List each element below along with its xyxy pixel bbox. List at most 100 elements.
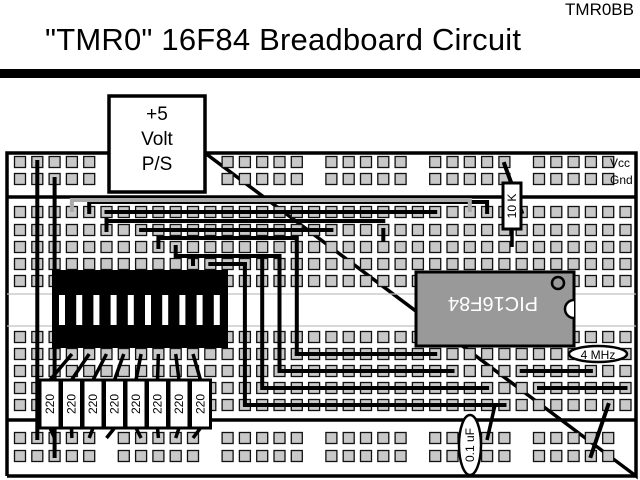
resistor-lead <box>112 353 126 381</box>
rail-hole <box>602 172 615 186</box>
rail-hole <box>238 431 252 445</box>
resistor-lead <box>191 353 203 381</box>
resistor-label: 220 <box>194 394 208 414</box>
breadboard-hole <box>13 257 27 271</box>
resistor-lead <box>191 426 202 440</box>
breadboard-hole <box>584 330 598 344</box>
breadboard-hole <box>13 347 27 361</box>
breadboard-hole <box>602 330 615 344</box>
breadboard-hole <box>325 274 338 288</box>
breadboard-hole <box>584 274 598 288</box>
breadboard-hole <box>221 240 234 254</box>
breadboard-hole <box>584 223 598 237</box>
breadboard-hole <box>394 240 407 254</box>
breadboard-hole <box>446 347 459 361</box>
resistor-body <box>501 181 523 231</box>
rail-hole <box>480 449 494 463</box>
rail-hole <box>48 155 61 169</box>
rail-hole <box>429 431 442 445</box>
rail-hole <box>186 449 200 463</box>
led-segment <box>196 295 203 325</box>
rail-hole <box>377 155 390 169</box>
breadboard-hole <box>515 347 528 361</box>
rail-hole <box>394 449 407 463</box>
breadboard-hole <box>567 223 580 237</box>
breadboard-hole <box>342 274 355 288</box>
breadboard-hole <box>134 257 148 271</box>
breadboard-hole <box>377 240 390 254</box>
breadboard-hole <box>619 257 632 271</box>
breadboard-hole <box>498 257 511 271</box>
rail-hole <box>221 172 234 186</box>
rail-hole <box>394 172 407 186</box>
resistor-label: 220 <box>43 394 57 414</box>
breadboard-hole <box>463 364 476 378</box>
rail-hole <box>325 449 338 463</box>
title-divider <box>0 69 640 78</box>
jumper-wire <box>277 254 455 373</box>
rail-hole <box>377 172 390 186</box>
breadboard-hole <box>446 223 459 237</box>
rail-hole <box>446 172 459 186</box>
breadboard-hole <box>359 223 373 237</box>
breadboard-hole <box>480 223 494 237</box>
crystal-label: 4 MHz <box>581 348 616 362</box>
rail-hole <box>290 449 303 463</box>
led-segment <box>179 295 186 325</box>
gnd-rail-label: Gnd <box>610 173 633 187</box>
power-supply-label-3: P/S <box>142 154 173 175</box>
rail-hole <box>602 155 615 169</box>
breadboard-hole <box>342 257 355 271</box>
breadboard-hole <box>550 398 563 412</box>
resistor-lead <box>105 426 116 440</box>
breadboard-hole <box>411 223 425 237</box>
breadboard-hole <box>134 240 148 254</box>
breadboard-hole <box>256 240 269 254</box>
breadboard-hole <box>619 398 632 412</box>
rail-hole <box>446 449 459 463</box>
led-segment <box>213 295 220 325</box>
rail-hole <box>31 449 44 463</box>
resistor-lead <box>173 353 181 381</box>
rail-hole <box>256 155 269 169</box>
rail-hole <box>429 172 442 186</box>
crystal-4mhz: 4 MHz <box>567 344 629 364</box>
vcc-rail-label: Vcc <box>610 156 630 170</box>
breadboard-hole <box>463 347 476 361</box>
breadboard-hole <box>13 223 27 237</box>
breadboard-hole <box>377 274 390 288</box>
breadboard-hole <box>359 330 373 344</box>
rail-hole <box>429 155 442 169</box>
breadboard-hole <box>65 240 79 254</box>
rail-hole <box>377 449 390 463</box>
rail-hole <box>429 449 442 463</box>
breadboard-hole <box>602 240 615 254</box>
breadboard-hole <box>550 223 563 237</box>
resistor-label: 220 <box>172 394 186 414</box>
breadboard-hole <box>584 398 598 412</box>
power-supply-outline <box>107 94 207 194</box>
breadboard-hole <box>377 330 390 344</box>
rail-hole <box>238 155 252 169</box>
capacitor-body <box>457 413 483 477</box>
breadboard-hole <box>65 257 79 271</box>
breadboard-hole <box>498 240 511 254</box>
breadboard-hole <box>65 223 79 237</box>
led-segment <box>59 295 65 325</box>
breadboard-hole <box>602 257 615 271</box>
breadboard-hole <box>411 257 425 271</box>
breadboard-hole <box>550 347 563 361</box>
rail-hole <box>480 172 494 186</box>
breadboard-hole <box>584 205 598 219</box>
rail-hole <box>65 449 79 463</box>
breadboard-hole <box>446 240 459 254</box>
rail-hole <box>359 431 373 445</box>
breadboard-hole <box>515 381 528 395</box>
breadboard-hole <box>342 240 355 254</box>
resistor-label: 220 <box>86 394 100 414</box>
rail-hole <box>377 431 390 445</box>
breadboard-hole <box>307 330 321 344</box>
breadboard-hole <box>532 223 546 237</box>
breadboard-hole <box>186 240 200 254</box>
page-title: "TMR0" 16F84 Breadboard Circuit <box>45 22 522 57</box>
